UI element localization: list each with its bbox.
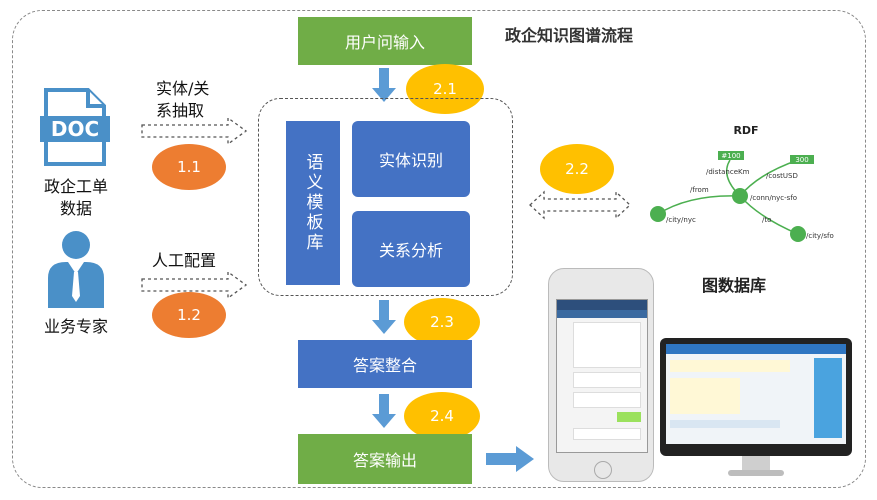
arrow-down-3 — [372, 394, 396, 428]
doc-label-line2: 数据 — [59, 199, 92, 218]
monitor-screen — [666, 344, 846, 444]
phone-device — [548, 268, 654, 482]
graph-db-bidirectional-arrow — [529, 190, 631, 220]
monitor-app-header — [666, 344, 846, 354]
monitor-chat-bubble-1 — [670, 360, 790, 372]
entity-recognition-box: 实体识别 — [352, 121, 470, 197]
desktop-monitor — [660, 338, 852, 456]
manual-config-label: 人工配置 — [152, 251, 217, 270]
doc-icon-text: DOC — [51, 117, 99, 141]
rdf-node-conn: /conn/nyc-sfo — [750, 194, 797, 202]
phone-status-bar — [557, 300, 647, 310]
answer-output-box: 答案输出 — [298, 434, 472, 484]
outer-frame — [12, 10, 866, 488]
rdf-node-300: 300 — [795, 156, 808, 164]
phone-screen — [556, 299, 648, 453]
rdf-edge-distance: /distanceKm — [706, 168, 750, 176]
monitor-side-panel — [814, 358, 842, 438]
rdf-edge-from: /from — [690, 186, 709, 194]
badge-2-4: 2.4 — [404, 392, 480, 440]
graph-db-caption: 图数据库 — [702, 276, 767, 295]
expert-label: 业务专家 — [43, 317, 108, 336]
rdf-node-100: #100 — [721, 152, 740, 160]
badge-1-2: 1.2 — [152, 292, 226, 338]
user-input-box: 用户问输入 — [298, 17, 472, 65]
rdf-node-sfo: /city/sfo — [806, 232, 834, 240]
relation-analysis-box: 关系分析 — [352, 211, 470, 287]
badge-2-2: 2.2 — [540, 144, 614, 194]
rdf-edge-cost: /costUSD — [766, 172, 798, 180]
extract-label-line2: 系抽取 — [156, 101, 205, 120]
extract-label-line1: 实体/关 — [156, 79, 210, 98]
semantic-template-lib-label: 语义模板库 — [302, 153, 323, 253]
doc-file-icon: DOC — [40, 88, 110, 166]
diagram-title: 政企知识图谱流程 — [505, 26, 634, 45]
phone-chat-bubble-4 — [617, 412, 641, 422]
answer-integrate-box: 答案整合 — [298, 340, 472, 388]
phone-chat-bubble-2 — [573, 372, 641, 388]
manual-config-arrow — [141, 270, 248, 300]
business-expert-icon — [48, 231, 104, 308]
rdf-graph: RDF #100 300 /distanceKm /costUSD /conn/… — [650, 124, 834, 242]
doc-label-line1: 政企工单 — [43, 177, 108, 196]
badge-1-1: 1.1 — [152, 144, 226, 190]
rdf-edge-to: /to — [762, 216, 771, 224]
badge-2-3: 2.3 — [404, 298, 480, 346]
phone-home-button — [594, 461, 612, 479]
monitor-chat-bubble-2 — [670, 378, 740, 414]
output-arrow — [486, 446, 534, 472]
phone-chat-bubble-1 — [573, 322, 641, 368]
rdf-node-nyc: /city/nyc — [666, 216, 696, 224]
semantic-template-lib-box: 语义模板库 — [286, 121, 340, 285]
rdf-title: RDF — [733, 124, 758, 137]
phone-chat-bubble-3 — [573, 392, 641, 408]
extract-label: 实体/关 系抽取 — [156, 78, 209, 122]
doc-label: 政企工单 数据 — [36, 176, 116, 220]
arrow-down-2 — [372, 300, 396, 334]
semantic-region — [258, 98, 513, 296]
arrow-down-1 — [372, 68, 396, 102]
extract-arrow — [141, 116, 248, 146]
monitor-base — [728, 470, 784, 476]
monitor-stand — [742, 456, 770, 472]
badge-2-1: 2.1 — [406, 64, 484, 114]
phone-chat-bubble-5 — [573, 428, 641, 440]
monitor-chat-bubble-3 — [670, 420, 780, 428]
phone-app-header — [557, 310, 647, 318]
